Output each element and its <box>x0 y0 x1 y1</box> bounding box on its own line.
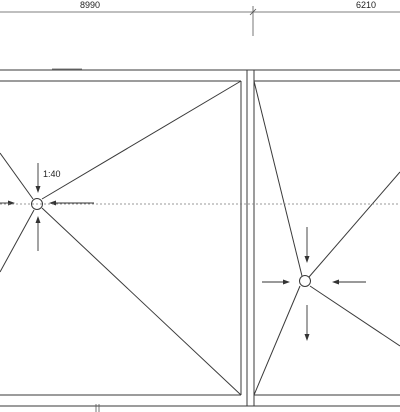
flow-arrow-right-left <box>262 279 290 285</box>
ridge-line-bottom-left <box>0 209 35 273</box>
dimension-left-label: 8990 <box>80 0 100 10</box>
ridge-line-top-right <box>41 80 242 200</box>
ridge-line-right-bottom-left <box>253 285 301 396</box>
ridge-line-right-bottom-right <box>309 285 400 347</box>
flow-arrow-right-top <box>304 227 310 263</box>
ridge-line-right-top-right <box>308 171 400 278</box>
flow-arrow-left-left <box>0 200 15 206</box>
flow-arrow-left-right <box>49 200 94 206</box>
flow-arrow-right-right <box>332 279 366 285</box>
ridge-line-right-top-left <box>253 80 303 277</box>
dimension-chain: 8990 6210 <box>0 0 400 36</box>
roof-outline <box>0 68 400 412</box>
left-roof-panel: 1:40 <box>0 70 248 406</box>
slope-label: 1:40 <box>43 169 61 179</box>
dimension-tick-mark <box>249 8 257 16</box>
ridge-line-bottom-right <box>41 207 242 396</box>
drain-outlet-left <box>31 198 43 210</box>
flow-arrow-left-top <box>35 163 41 193</box>
dimension-right-label: 6210 <box>356 0 376 10</box>
ridge-line-top-left <box>0 152 34 200</box>
drain-outlet-right <box>299 275 311 287</box>
flow-arrow-right-bottom <box>304 305 310 341</box>
right-roof-panel <box>253 70 400 406</box>
flow-arrow-left-bottom <box>35 216 41 251</box>
